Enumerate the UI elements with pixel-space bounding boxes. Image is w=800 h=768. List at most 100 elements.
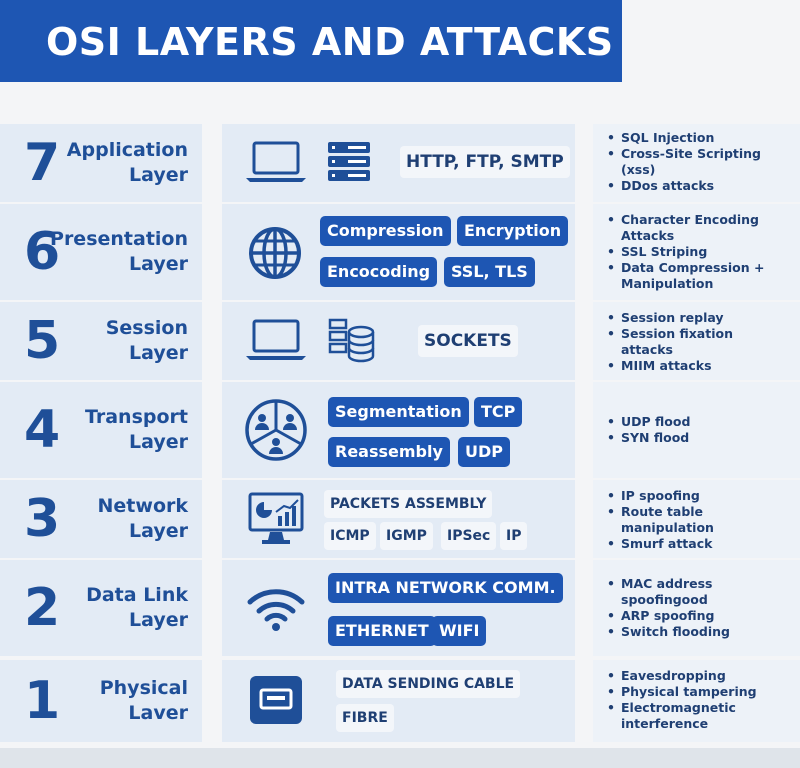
protocol-chip: IGMP [380,522,433,550]
attack-item: Cross-Site Scripting [605,146,761,162]
layer-row-2: 2 Data Link Layer INTRA NETWORK COMM. ET… [0,560,800,656]
page-title: OSI LAYERS AND ATTACKS [46,20,614,64]
layer-name-line: Layer [129,164,188,186]
layer-number: 5 [24,311,61,371]
layer-row-1: 1 Physical Laver DATA SENDING CABLE FIBR… [0,660,800,742]
protocol-chip: HTTP, FTP, SMTP [400,146,570,178]
layer-number: 6 [24,222,61,282]
protocol-pill: UDP [458,437,510,467]
protocol-chip: SOCKETS [418,325,518,357]
bottom-strip [0,748,800,768]
protocol-chip: IP [500,522,528,550]
layer-name-line: Physical [99,677,188,699]
layer-attacks-cell: MAC address spoofingood ARP spoofing Swi… [593,560,800,656]
protocol-chip: IPSec [441,522,497,550]
protocol-pill: INTRA NETWORK COMM. [328,573,563,603]
attack-item: Smurf attack [605,536,714,552]
protocol-pill: WIFI [432,616,487,646]
layer-row-7: 7 Application Layer HTTP, FTP, SMTP SQL … [0,124,800,202]
wifi-icon [246,584,306,632]
protocol-chip: PACKETS ASSEMBLY [324,490,493,518]
layer-protocol-cell: INTRA NETWORK COMM. ETHERNET WIFI [222,560,575,656]
attack-item: IP spoofing [605,488,714,504]
layer-protocol-cell: PACKETS ASSEMBLY ICMP IGMP IPSec IP [222,480,575,558]
attack-item: SQL Injection [605,130,761,146]
layer-label-cell: 1 Physical Laver [0,660,202,742]
attack-list: SQL Injection Cross-Site Scripting (xss)… [605,130,761,194]
layer-number: 7 [24,133,61,193]
layer-row-6: 6 Presentation Layer Compression Encrypt… [0,204,800,300]
protocol-pill: SSL, TLS [444,257,535,287]
attack-item-continued: Manipulation [621,276,714,291]
attack-list: UDP flood SYN flood [605,414,690,446]
laptop-icon [244,140,308,184]
layer-protocol-cell: SOCKETS [222,302,575,380]
layer-label-cell: 3 Network Layer [0,480,202,558]
attack-list: IP spoofing Route table manipulation Smu… [605,488,714,552]
attack-item: Character Encoding [605,212,764,228]
attack-list: MAC address spoofingood ARP spoofing Swi… [605,576,730,640]
layer-attacks-cell: IP spoofing Route table manipulation Smu… [593,480,800,558]
layer-name: Network Layer [98,494,188,544]
layer-number: 3 [24,489,61,549]
attack-item: Electromagnetic [605,700,757,716]
attack-item-continued: attacks [621,342,673,357]
attack-item: Physical tampering [605,684,757,700]
layer-label-cell: 2 Data Link Layer [0,560,202,656]
protocol-pill: Encocoding [320,257,438,287]
layer-name: Presentation Layer [50,227,188,277]
layer-name-line: Presentation [50,228,188,250]
layer-name: Session Layer [106,316,188,366]
layer-name: Physical Laver [100,676,188,726]
attack-item-continued: spoofingood [621,592,708,607]
layer-name-line: Laver [128,702,188,724]
layer-attacks-cell: Session replay Session fixation attacks … [593,302,800,380]
globe-icon [248,226,302,280]
layer-attacks-cell: SQL Injection Cross-Site Scripting (xss)… [593,124,800,202]
layer-name-line: Layer [129,431,188,453]
layer-name-line: Data Link [86,584,188,606]
protocol-pill: ETHERNET [328,616,436,646]
protocol-chip: ICMP [324,522,376,550]
attack-item: ARP spoofing [605,608,730,624]
layer-name: Data Link Layer [86,583,188,633]
attack-item: SYN flood [605,430,690,446]
attack-list: Session replay Session fixation attacks … [605,310,733,374]
layer-name-line: Session [105,317,188,339]
layer-number: 1 [24,671,61,731]
layer-name-line: Application [66,139,188,161]
attack-item: MIIM attacks [605,358,733,374]
attack-item: Session replay [605,310,733,326]
layer-attacks-cell: UDP flood SYN flood [593,382,800,478]
layer-protocol-cell: DATA SENDING CABLE FIBRE [222,660,575,742]
layer-protocol-cell: Compression Encryption Encocoding SSL, T… [222,204,575,300]
layer-protocol-cell: Segmentation TCP Reassembly UDP [222,382,575,478]
server-stack-icon [326,140,372,184]
layer-label-cell: 5 Session Layer [0,302,202,380]
layer-name-line: Network [97,495,188,517]
monitor-chart-icon [248,492,304,546]
layer-number: 4 [24,400,61,460]
layer-label-cell: 4 Transport Layer [0,382,202,478]
attack-item: MAC address [605,576,730,592]
database-icon [328,316,376,364]
protocol-pill: Encryption [457,216,569,246]
layer-attacks-cell: Character Encoding Attacks SSL Striping … [593,204,800,300]
attack-item: Session fixation [605,326,733,342]
attack-list: Character Encoding Attacks SSL Striping … [605,212,764,292]
protocol-chip: DATA SENDING CABLE [336,670,521,698]
layer-name-line: Layer [129,253,188,275]
port-icon [248,674,304,726]
attack-list: Eavesdropping Physical tampering Electro… [605,668,757,732]
protocol-chip: FIBRE [336,704,394,732]
users-network-icon [244,398,308,462]
layer-protocol-cell: HTTP, FTP, SMTP [222,124,575,202]
layer-label-cell: 6 Presentation Layer [0,204,202,300]
attack-item: UDP flood [605,414,690,430]
laptop-icon [244,318,308,362]
attack-item: SSL Striping [605,244,764,260]
layer-number: 2 [24,578,61,638]
protocol-pill: TCP [474,397,523,427]
protocol-pill: Segmentation [328,397,469,427]
attack-item: DDos attacks [605,178,761,194]
